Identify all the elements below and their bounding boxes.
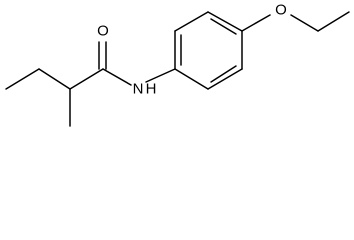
ring-inner-double-3 — [210, 65, 237, 83]
bond-ring-ether-oxygen — [241, 14, 271, 32]
ether-oxygen-label: O — [275, 2, 287, 19]
carbonyl-oxygen-label: O — [97, 23, 109, 40]
amide-hydrogen-label: H — [146, 81, 157, 98]
ring-bond-3 — [207, 11, 243, 32]
bond-nitrogen-ring — [145, 68, 176, 83]
ring-bond-6 — [174, 68, 209, 90]
bond-ch2-alpha-carbon — [38, 68, 71, 90]
bond-ether-oxygen-ch2 — [290, 14, 319, 32]
ring-bond-5 — [207, 68, 243, 90]
ethoxy-group: O — [241, 2, 350, 32]
benzene-ring — [174, 11, 243, 90]
ring-inner-double-2 — [210, 18, 237, 35]
amide-group: N H — [102, 68, 176, 98]
chemical-structure-diagram: O N H O — [5, 2, 350, 127]
carbonyl-group: O — [97, 23, 109, 70]
bond-ch2-ch3 — [317, 11, 350, 32]
bond-alpha-carbon-carbonyl — [69, 68, 104, 90]
ring-bond-2 — [174, 11, 209, 32]
bond-ethyl-ch3-ch2 — [5, 68, 40, 90]
butanoyl-chain — [5, 68, 104, 127]
bond-carbonyl-nitrogen — [102, 68, 132, 86]
amide-nitrogen-label: N — [133, 81, 144, 98]
